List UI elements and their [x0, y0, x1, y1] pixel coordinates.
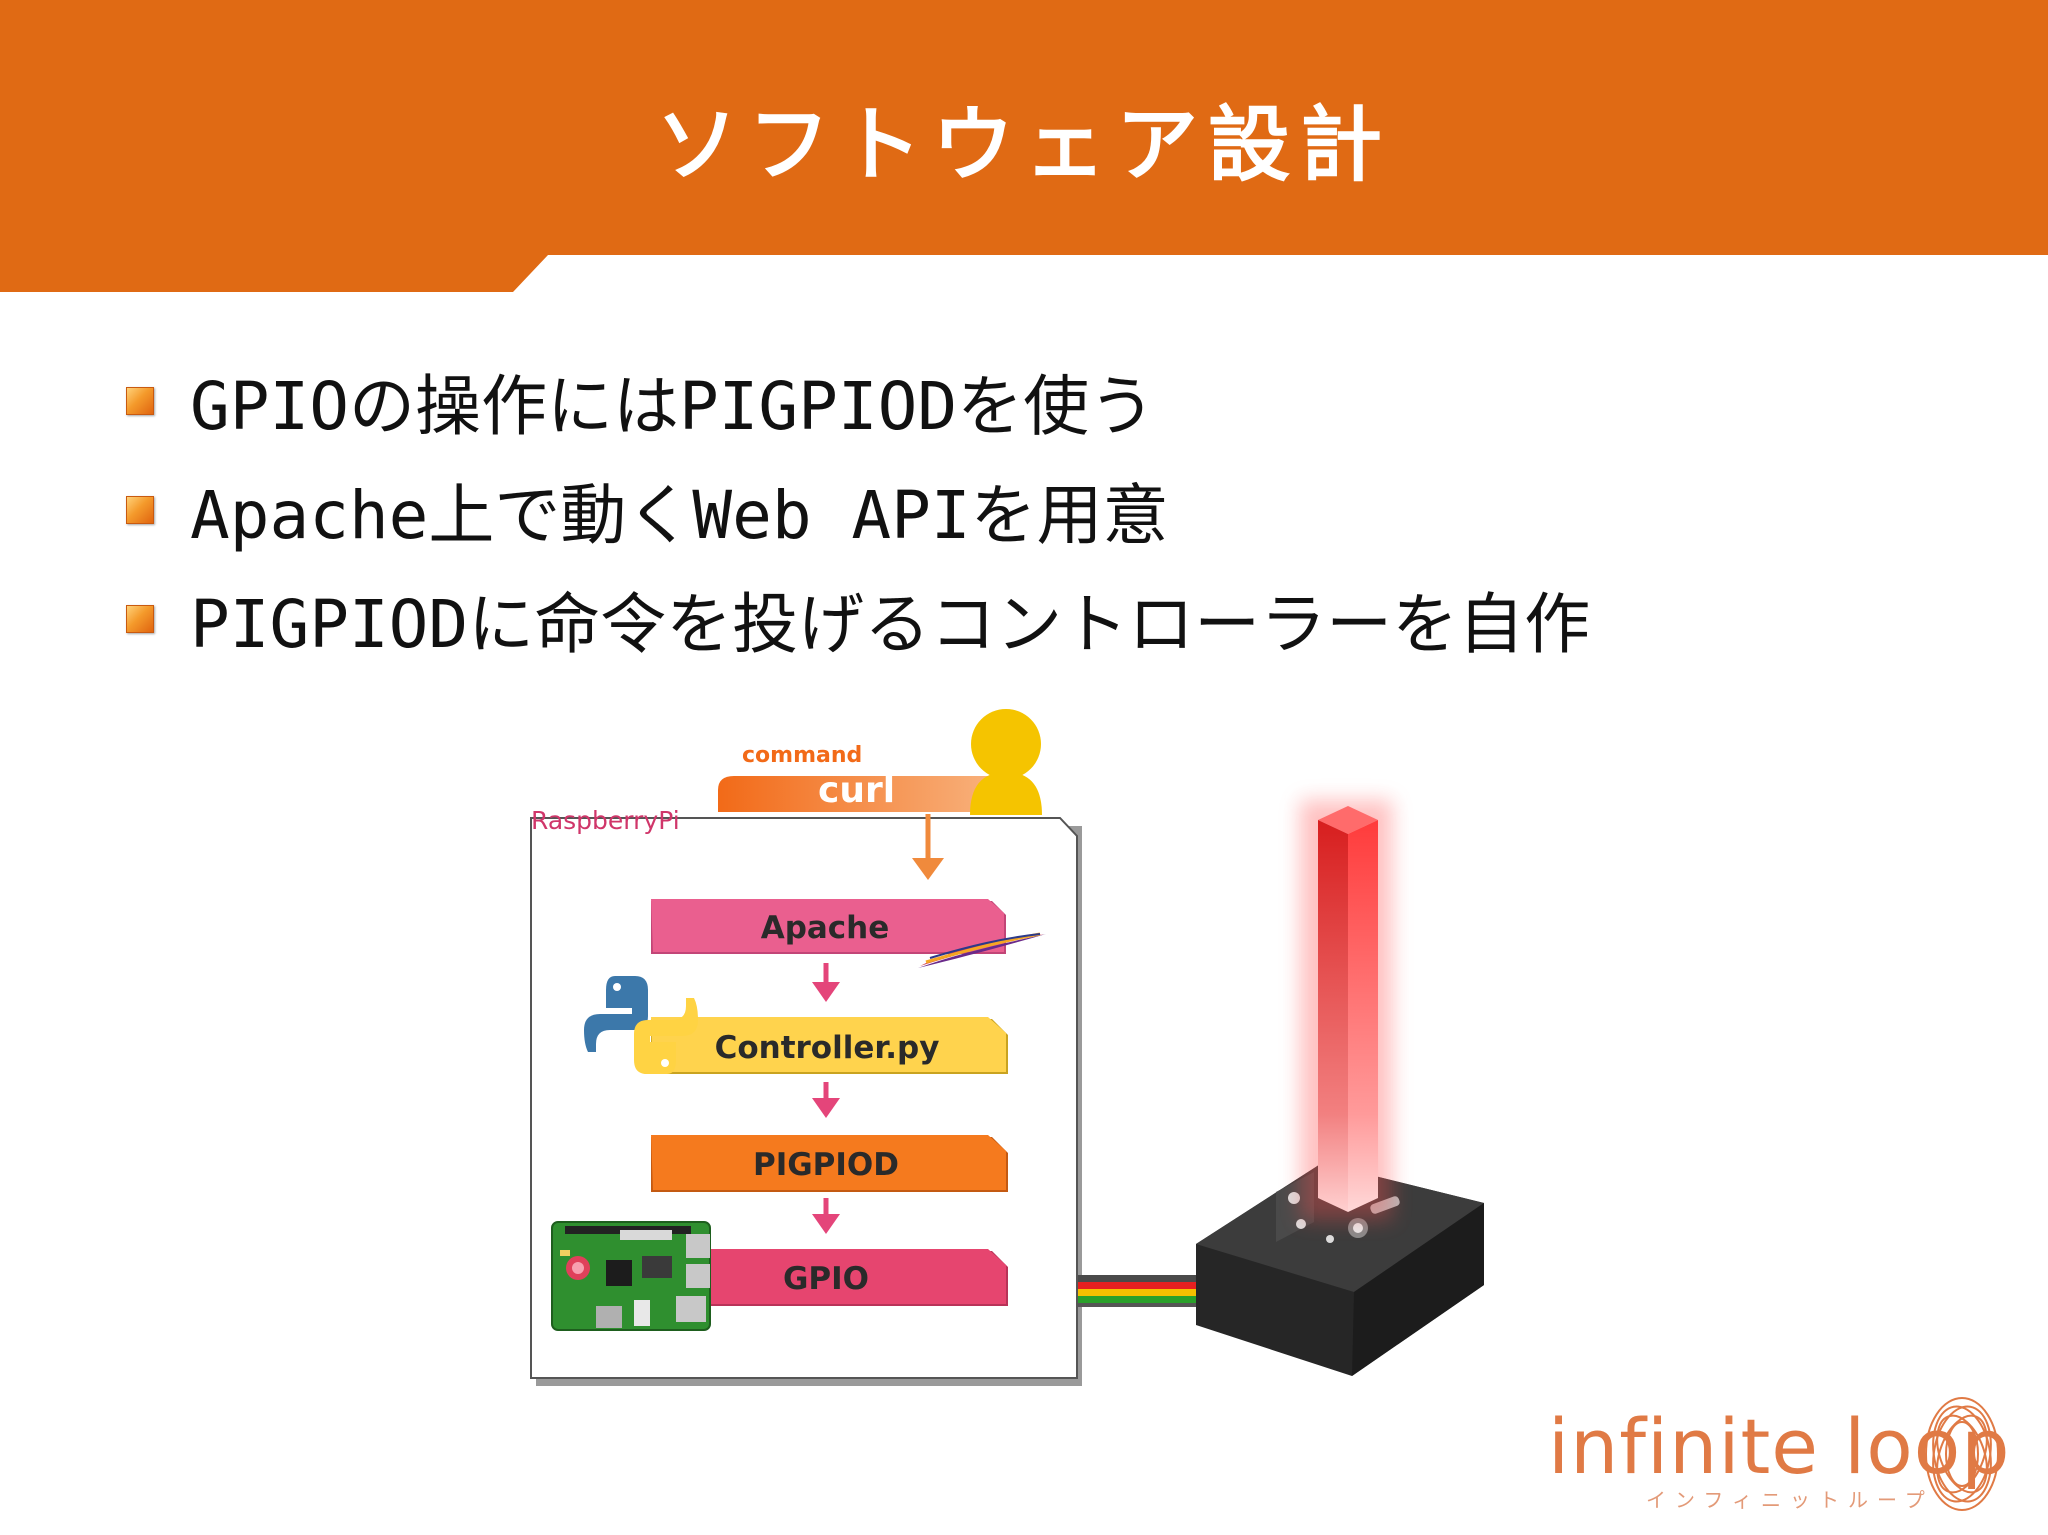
user-icon [970, 709, 1042, 815]
led-light-beam [1300, 800, 1392, 1220]
bullet-item-3: PIGPIODに命令を投げるコントローラーを自作 [126, 574, 1590, 664]
gpio-step [651, 1249, 1008, 1306]
arrow-curl-to-apache [912, 814, 944, 880]
bullet-square-icon [126, 605, 154, 633]
arrow-apache-to-controller [812, 963, 840, 1002]
controller-step [651, 1017, 1008, 1074]
command-label: command [742, 743, 862, 768]
header-banner [0, 0, 2048, 292]
bullet-text-2: Apache上で動くWeb APIを用意 [190, 477, 1169, 554]
apache-feather-icon [918, 932, 1046, 968]
led-device-box [1196, 1163, 1484, 1376]
pigpiod-step [651, 1135, 1008, 1192]
pigpiod-label: PIGPIOD [753, 1147, 899, 1183]
arrow-controller-to-pigpiod [812, 1082, 840, 1118]
gpio-cable [1078, 1275, 1204, 1307]
controller-label: Controller.py [715, 1030, 940, 1066]
raspberry-pi-board-icon [551, 1221, 711, 1331]
infinite-loop-logo-kana: インフィニットループ [1646, 1488, 1934, 1512]
bullet-square-icon [126, 496, 154, 524]
apache-step [651, 899, 1006, 954]
gpio-label: GPIO [783, 1261, 869, 1297]
python-logo-icon [584, 976, 698, 1074]
bullet-item-1: GPIOの操作にはPIGPIODを使う [126, 356, 1155, 446]
infinite-loop-logo-text: infinite loop [1548, 1402, 2011, 1491]
bullet-text-1: GPIOの操作にはPIGPIODを使う [190, 368, 1156, 445]
infinite-loop-logo-icon [1925, 1397, 1999, 1511]
arrow-pigpiod-to-gpio [812, 1198, 840, 1234]
curl-label: curl [818, 770, 895, 811]
apache-label: Apache [761, 910, 890, 946]
bullet-item-2: Apache上で動くWeb APIを用意 [126, 465, 1169, 555]
bullet-text-3: PIGPIODに命令を投げるコントローラーを自作 [190, 586, 1591, 663]
slide-title: ソフトウェア設計 [655, 98, 1392, 193]
bullet-square-icon [126, 387, 154, 415]
curl-command-tab [718, 776, 990, 812]
raspberrypi-label: RaspberryPi [531, 806, 680, 835]
